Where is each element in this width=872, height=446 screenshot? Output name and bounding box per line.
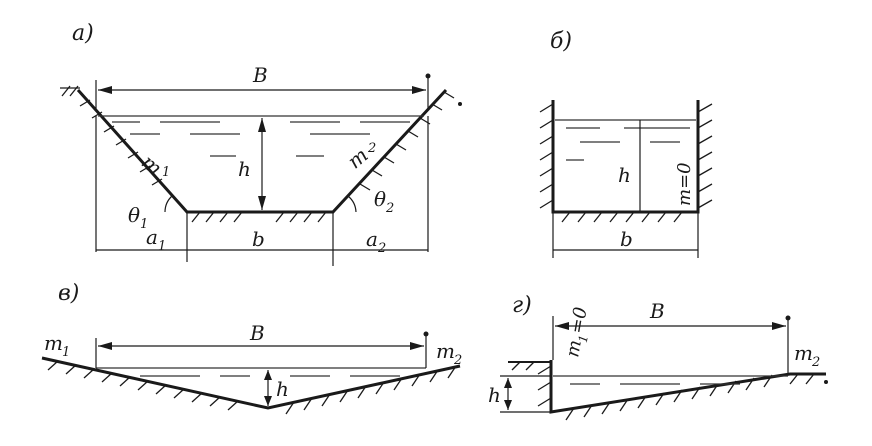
panel-a-channel-outline	[76, 88, 448, 214]
panel-g-m1-value: =0	[566, 305, 591, 335]
panel-a-water-dashes	[112, 121, 410, 157]
panel-g-m1-rotated-label: m 1 =0	[562, 305, 591, 358]
panel-b-right-wall-hatch	[697, 103, 713, 209]
panel-a-theta1-label: θ	[128, 203, 140, 227]
panel-v-h-label: h	[276, 377, 289, 401]
panel-a-h-label: h	[238, 157, 251, 181]
panel-g-bottom-hatch	[565, 373, 815, 421]
panel-a-label: а)	[72, 21, 94, 46]
panel-b-water-dashes	[566, 127, 690, 161]
panel-v-left-hatch	[47, 360, 239, 411]
panel-v-B-label: B	[249, 321, 265, 345]
panel-v-m1-label: m	[44, 331, 63, 355]
panel-b-channel-outline	[551, 100, 700, 214]
panel-v-label: в)	[58, 281, 79, 306]
panel-b-rectangle: б)	[539, 29, 713, 258]
panel-a-m2-sup: 2	[367, 141, 376, 156]
panel-a-theta1-sub: 1	[140, 217, 148, 232]
panel-v-m2-label: m	[436, 339, 455, 363]
panel-v-m2-sub: 2	[453, 353, 462, 368]
panel-g-m1-label: m	[562, 338, 586, 358]
panel-v-right-hatch	[285, 365, 457, 415]
panel-g-left-wall-hatch	[511, 361, 552, 407]
panel-g-half-triangle: г)	[488, 293, 828, 421]
panel-a-bottom-hatch	[191, 211, 327, 223]
panel-g-m2-label: m	[794, 341, 813, 365]
panel-a-a2-label: a	[366, 227, 378, 251]
panel-g-h-label: h	[488, 383, 501, 407]
panel-b-bottom-hatch	[561, 211, 683, 223]
panel-a-theta2-arc	[347, 195, 357, 213]
panel-b-label: б)	[550, 29, 572, 54]
panel-v-channel-outline	[41, 356, 461, 410]
panel-a-a1-sub: 1	[158, 239, 166, 254]
panel-g-B-label: B	[649, 299, 665, 323]
panel-a-b-label: b	[252, 227, 265, 251]
panel-g-m2-sub: 2	[811, 355, 820, 370]
panel-a-theta2-label: θ	[374, 187, 386, 211]
panel-a-trapezoid: а)	[60, 21, 462, 266]
panel-b-m-label: m=0	[674, 162, 695, 206]
panel-a-theta1-arc	[164, 195, 173, 213]
panel-b-left-wall-hatch	[539, 103, 554, 209]
panel-a-m1-sub: 1	[162, 165, 170, 180]
panel-a-a1-label: a	[146, 225, 158, 249]
panel-a-left-bank-hatch	[60, 85, 163, 186]
panel-a-theta2-sub: 2	[385, 201, 394, 216]
panel-g-label: г)	[512, 293, 532, 318]
panel-a-B-label: B	[252, 63, 268, 87]
panel-b-b-label: b	[620, 227, 633, 251]
panel-g-m1-sub: 1	[576, 334, 591, 344]
panel-b-h-label: h	[618, 163, 631, 187]
panel-v-m1-sub: 1	[62, 345, 70, 360]
panel-g-channel-outline	[549, 360, 826, 414]
panel-a-a2-sub: 2	[377, 241, 386, 256]
panel-v-triangle: в)	[41, 281, 462, 415]
